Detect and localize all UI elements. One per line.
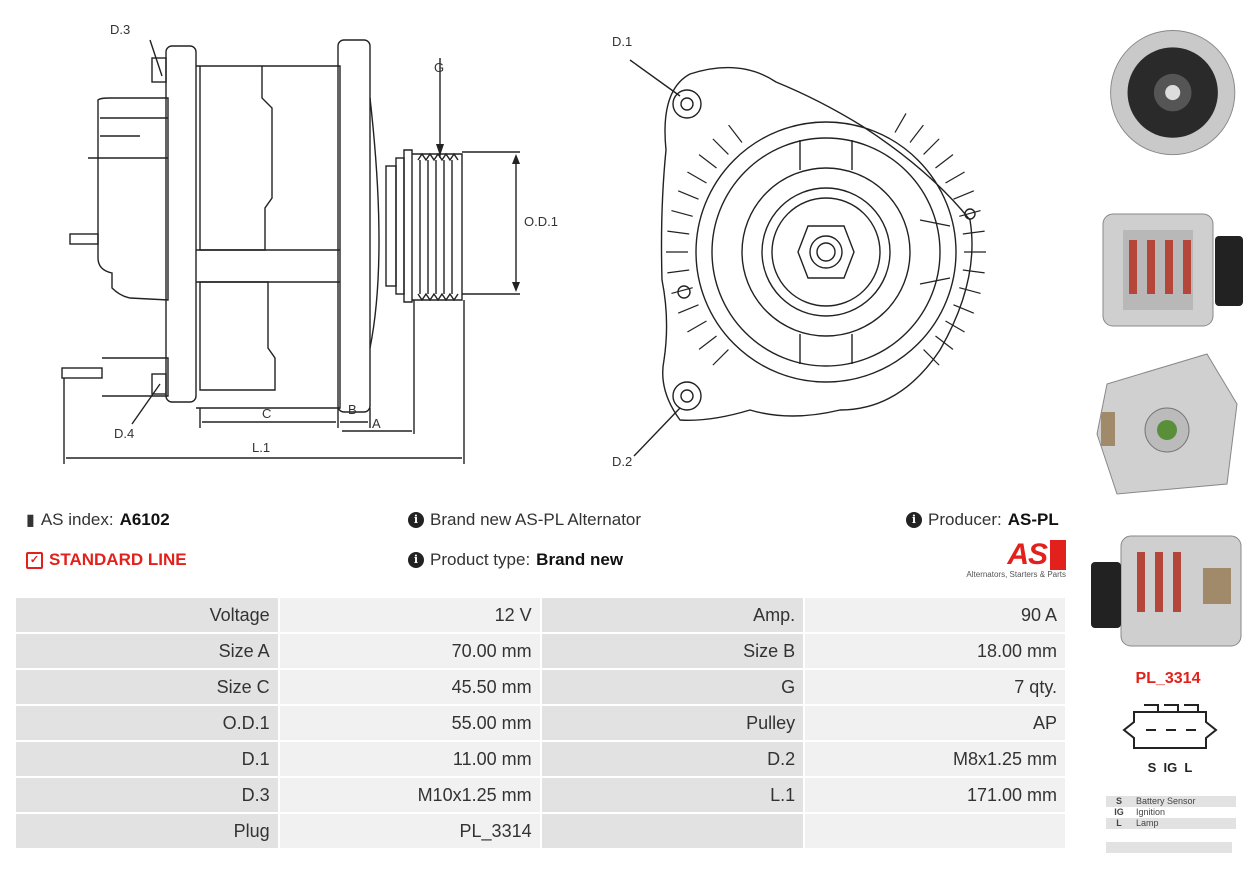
product-type-value: Brand new bbox=[536, 550, 624, 569]
info-icon: i bbox=[408, 552, 424, 568]
spec-value: 12 V bbox=[279, 598, 540, 632]
spec-value: AP bbox=[805, 706, 1065, 740]
plug-pins: S IG L bbox=[1147, 760, 1193, 775]
plug-legend-text: Ignition bbox=[1136, 807, 1166, 817]
as-index: ▮ AS index: A6102 bbox=[26, 510, 170, 530]
spec-key: Size A bbox=[16, 634, 278, 668]
product-type-label: Product type: bbox=[430, 550, 531, 569]
spec-key: Amp. bbox=[541, 598, 804, 632]
label-c: C bbox=[262, 406, 271, 421]
spec-key: O.D.1 bbox=[16, 706, 278, 740]
plug-connector-icon bbox=[1122, 704, 1218, 749]
product-photo-front bbox=[1110, 30, 1236, 156]
as-index-label: AS index: bbox=[40, 510, 114, 529]
label-g: G bbox=[434, 60, 444, 75]
plug-legend-row: S Battery Sensor bbox=[1106, 796, 1236, 807]
label-d1: D.1 bbox=[612, 34, 632, 49]
spec-key: Size C bbox=[16, 670, 278, 704]
spec-value: 18.00 mm bbox=[805, 634, 1065, 668]
spec-value: PL_3314 bbox=[279, 814, 540, 848]
label-d4: D.4 bbox=[114, 426, 134, 441]
description: i Brand new AS-PL Alternator bbox=[408, 510, 641, 530]
spec-key bbox=[541, 814, 804, 848]
standard-line-label: STANDARD LINE bbox=[49, 550, 187, 569]
spec-key: G bbox=[541, 670, 804, 704]
spec-key: Voltage bbox=[16, 598, 278, 632]
label-a: A bbox=[372, 416, 381, 431]
plug-legend-text: Battery Sensor bbox=[1136, 796, 1196, 806]
info-icon: i bbox=[408, 512, 424, 528]
as-pl-logo: AS Alternators, Starters & Parts bbox=[966, 540, 1066, 584]
spec-key: Plug bbox=[16, 814, 278, 848]
logo-tagline: Alternators, Starters & Parts bbox=[966, 570, 1066, 579]
plug-legend-code: IG bbox=[1114, 807, 1124, 817]
spec-value: 90 A bbox=[805, 598, 1065, 632]
spec-key: L.1 bbox=[541, 778, 804, 812]
as-index-value: A6102 bbox=[119, 510, 170, 529]
producer: i Producer: AS-PL bbox=[906, 510, 1059, 530]
product-photo-plug bbox=[1091, 535, 1242, 647]
label-b: B bbox=[348, 402, 357, 417]
spec-key: D.2 bbox=[541, 742, 804, 776]
label-d3: D.3 bbox=[110, 22, 130, 37]
front-view-drawing: D.1 D.2 bbox=[612, 34, 986, 469]
info-icon: i bbox=[906, 512, 922, 528]
standard-line: ✓ STANDARD LINE bbox=[26, 550, 187, 570]
spec-value: 171.00 mm bbox=[805, 778, 1065, 812]
label-d2: D.2 bbox=[612, 454, 632, 469]
spec-key: D.1 bbox=[16, 742, 278, 776]
logo-mark: AS bbox=[1007, 540, 1066, 570]
label-od1: O.D.1 bbox=[524, 214, 558, 229]
description-text: Brand new AS-PL Alternator bbox=[430, 510, 642, 529]
plug-code: PL_3314 bbox=[1135, 670, 1201, 687]
plug-legend-text: Lamp bbox=[1136, 818, 1159, 828]
checkbox-icon: ✓ bbox=[26, 551, 43, 569]
label-l1: L.1 bbox=[252, 440, 270, 455]
producer-label: Producer: bbox=[928, 510, 1002, 529]
spec-value: 11.00 mm bbox=[279, 742, 540, 776]
product-type: i Product type: Brand new bbox=[408, 550, 623, 570]
producer-value: AS-PL bbox=[1007, 510, 1059, 529]
product-photo-side bbox=[1102, 213, 1243, 327]
tags-icon: ▮ bbox=[26, 512, 35, 529]
spec-value: 45.50 mm bbox=[279, 670, 540, 704]
plug-legend-row: IG Ignition bbox=[1106, 807, 1236, 818]
spec-value: M8x1.25 mm bbox=[805, 742, 1065, 776]
spec-key: D.3 bbox=[16, 778, 278, 812]
spec-value bbox=[805, 814, 1065, 848]
plug-legend-code: S bbox=[1115, 796, 1122, 806]
spec-value: 55.00 mm bbox=[279, 706, 540, 740]
spec-key: Pulley bbox=[541, 706, 804, 740]
spec-key: Size B bbox=[541, 634, 804, 668]
plug-legend-blank bbox=[1106, 842, 1232, 853]
spec-value: 70.00 mm bbox=[279, 634, 540, 668]
side-view-drawing: D.3 G O.D.1 D.4 C B A L.1 bbox=[61, 22, 558, 464]
plug-legend-row: L Lamp bbox=[1106, 818, 1236, 829]
plug-legend-code: L bbox=[1116, 818, 1122, 828]
spec-value: 7 qty. bbox=[805, 670, 1065, 704]
spec-value: M10x1.25 mm bbox=[279, 778, 540, 812]
product-photo-rear bbox=[1096, 353, 1238, 495]
